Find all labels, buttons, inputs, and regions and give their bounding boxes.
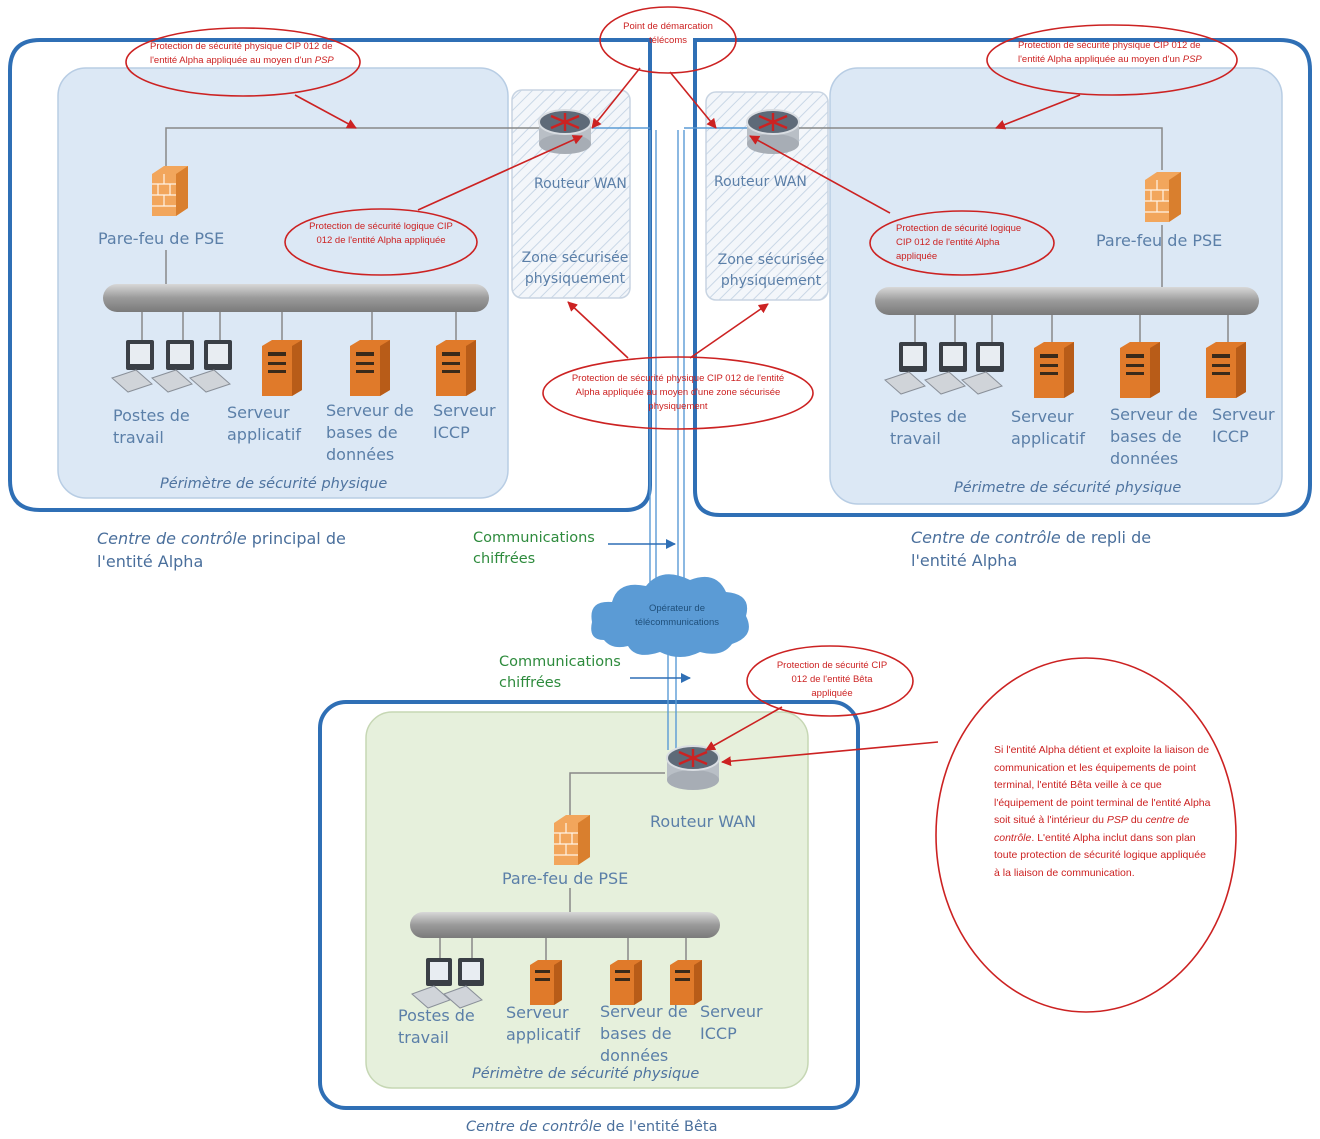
firewall-icon: [554, 815, 590, 865]
left-logical-note: Protection de sécurité logique CIP 012 d…: [309, 221, 453, 246]
server-icon: [262, 340, 302, 396]
telecom-operator-label: Opérateur de télécommunications: [635, 603, 719, 628]
right-db-server-label: Serveur de bases de données: [1110, 405, 1198, 468]
caption-rest: de repli de l'entité Alpha: [911, 528, 1152, 570]
note-psp: PSP: [314, 55, 334, 66]
bottom-iccp-server-label: Serveur ICCP: [700, 1002, 763, 1043]
note-psp: PSP: [1182, 54, 1202, 65]
left-backbone: [103, 284, 489, 312]
left-app-server-label: Serveur applicatif: [227, 403, 301, 444]
bottom-workstations-label: Postes de travail: [398, 1006, 475, 1047]
zone-protection-note: Protection de sécurité physique CIP 012 …: [571, 373, 785, 412]
note-control-center: centre de contrôle: [994, 814, 1190, 844]
left-iccp-server-label: Serveur ICCP: [433, 401, 496, 442]
bottom-center-frame: [318, 700, 860, 1110]
bottom-firewall-label: Pare-feu de PSE: [502, 869, 629, 888]
right-app-server-label: Serveur applicatif: [1011, 407, 1085, 448]
caption-rest: de l'entité Bêta: [601, 1119, 718, 1135]
workstation-icon: [443, 958, 484, 1009]
server-icon: [436, 340, 476, 396]
left-perimeter-label: Périmètre de sécurité physique: [160, 476, 388, 492]
demarcation-note: Point de démarcation télécoms: [623, 21, 713, 46]
workstation-icon: [151, 340, 194, 393]
note-text: . L'entité Alpha inclut dans son plan to…: [994, 831, 1206, 879]
left-center-frame: [8, 38, 652, 512]
workstation-icon: [411, 958, 452, 1009]
bottom-router-label: Routeur WAN: [650, 812, 757, 831]
right-wires: [780, 127, 1229, 345]
note-text: Protection de sécurité physique CIP 012 …: [1018, 40, 1201, 65]
callout-demarcation: [599, 6, 737, 74]
note-text: Protection de sécurité physique CIP 012 …: [150, 41, 333, 66]
workstation-icon: [884, 342, 927, 395]
callout-right-logical: [869, 210, 1055, 276]
cloud-icon: [591, 574, 749, 657]
beta-protection-note: Protection de sécurité CIP 012 de l'enti…: [776, 660, 888, 699]
left-zone-label: Zone sécurisée physiquement: [521, 250, 629, 287]
caption-rest: principal de l'entité Alpha: [97, 529, 346, 571]
callout-left-physical: [125, 27, 361, 97]
right-zone-label: Zone sécurisée physiquement: [717, 252, 825, 289]
callout-big-note: [935, 657, 1237, 1013]
bottom-app-server-label: Serveur applicatif: [506, 1003, 580, 1044]
bottom-perimeter-label: Périmètre de sécurité physique: [472, 1066, 700, 1082]
bottom-backbone: [410, 912, 720, 938]
note-text: Si l'entité Alpha détient et exploite la…: [994, 744, 1211, 826]
workstation-icon: [924, 342, 967, 395]
firewall-icon: [152, 166, 188, 216]
caption-italic: Centre de contrôle: [911, 528, 1061, 547]
note-text: du: [1127, 814, 1146, 826]
left-center-caption: Centre de contrôle principal de l'entité…: [97, 527, 387, 573]
callout-right-physical: [986, 24, 1238, 96]
server-icon: [610, 960, 642, 1005]
encrypted-top-label: Communications chiffrées: [473, 530, 595, 567]
workstation-icon: [961, 342, 1004, 395]
server-icon: [350, 340, 390, 396]
right-backbone: [875, 287, 1259, 315]
firewall-icon: [1145, 172, 1181, 222]
right-workstations-label: Postes de travail: [890, 407, 967, 448]
wan-links: [592, 127, 750, 750]
left-router-label: Routeur WAN: [534, 176, 627, 192]
right-firewall-label: Pare-feu de PSE: [1096, 231, 1223, 250]
right-iccp-server-label: Serveur ICCP: [1212, 405, 1275, 446]
bottom-wires: [439, 772, 687, 960]
bottom-center-caption: Centre de contrôle de l'entité Bêta: [466, 1117, 718, 1137]
router-icon: [666, 745, 720, 790]
big-note: Si l'entité Alpha détient et exploite la…: [994, 742, 1214, 882]
workstation-icon: [111, 340, 154, 393]
router-icon: [746, 109, 800, 154]
left-workstations-label: Postes de travail: [113, 406, 190, 447]
right-center-frame: [693, 38, 1312, 517]
encrypted-bottom-label: Communications chiffrées: [499, 654, 621, 691]
right-center-caption: Centre de contrôle de repli de l'entité …: [911, 526, 1191, 572]
callout-left-logical: [284, 208, 478, 276]
right-physical-note: Protection de sécurité physique CIP 012 …: [1018, 39, 1214, 67]
server-icon: [670, 960, 702, 1005]
callout-beta: [746, 645, 914, 717]
left-db-server-label: Serveur de bases de données: [326, 401, 414, 464]
router-icon: [538, 109, 592, 154]
server-icon: [1206, 342, 1246, 398]
server-icon: [1034, 342, 1074, 398]
right-router-label: Routeur WAN: [714, 174, 807, 190]
left-physical-note: Protection de sécurité physique CIP 012 …: [150, 40, 338, 68]
workstation-icon: [189, 340, 232, 393]
right-logical-note: Protection de sécurité logique CIP 012 d…: [896, 223, 1022, 262]
bottom-db-server-label: Serveur de bases de données: [600, 1002, 688, 1065]
left-firewall-label: Pare-feu de PSE: [98, 229, 225, 248]
callout-zone: [542, 356, 814, 430]
caption-italic: Centre de contrôle: [466, 1119, 602, 1135]
note-psp: PSP: [1106, 814, 1128, 826]
server-icon: [530, 960, 562, 1005]
right-perimeter-label: Périmetre de sécurité physique: [954, 480, 1182, 496]
server-icon: [1120, 342, 1160, 398]
caption-italic: Centre de contrôle: [97, 529, 247, 548]
